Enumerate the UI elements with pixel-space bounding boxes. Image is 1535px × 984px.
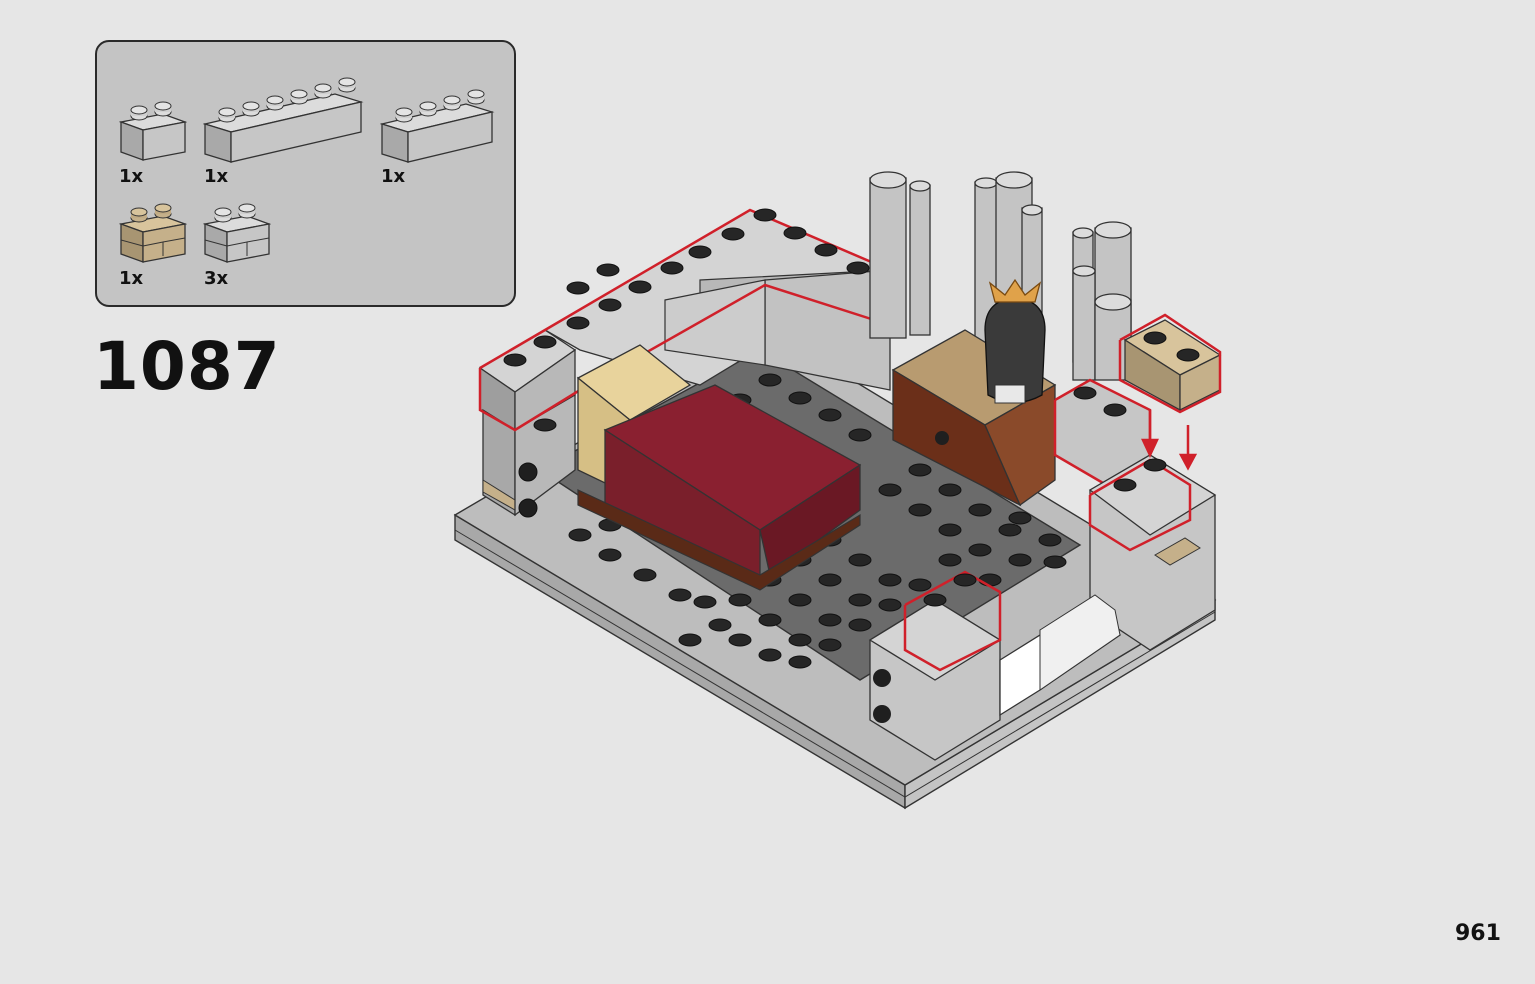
parts-list-panel: 1x bbox=[95, 40, 516, 307]
bed bbox=[576, 344, 862, 591]
minifigure-crown bbox=[984, 278, 1046, 404]
quantity-label: 1x bbox=[381, 166, 406, 187]
page-number: 961 bbox=[1455, 921, 1501, 946]
floor-studs bbox=[568, 373, 1067, 669]
quantity-label: 3x bbox=[204, 268, 229, 289]
quantity-label: 1x bbox=[119, 166, 144, 187]
part-light-gray-brick-1x4 bbox=[380, 80, 496, 166]
quantity-label: 1x bbox=[119, 268, 144, 289]
lego-room-model bbox=[453, 171, 1222, 810]
part-tan-masonry-brick-1x2 bbox=[119, 202, 187, 266]
part-light-gray-brick-1x2 bbox=[119, 100, 187, 162]
part-light-gray-masonry-brick-1x2 bbox=[203, 202, 271, 266]
model-illustration bbox=[440, 160, 1240, 824]
quantity-label: 1x bbox=[204, 166, 229, 187]
step-number: 1087 bbox=[93, 328, 281, 405]
part-light-gray-brick-1x6 bbox=[203, 64, 365, 166]
